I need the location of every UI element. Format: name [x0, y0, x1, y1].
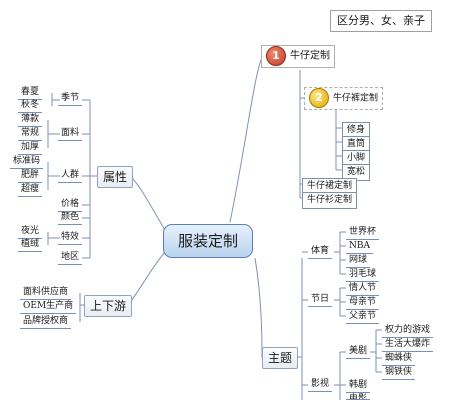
subtopic-festival[interactable]: 节日 [308, 293, 333, 307]
topic-supply-chain[interactable]: 上下游 [84, 295, 133, 317]
subtopic-us-drama[interactable]: 美剧 [346, 345, 371, 359]
subtopic-film-tv[interactable]: 影视 [308, 378, 333, 392]
subtopic-korean-drama[interactable]: 韩剧 [346, 379, 371, 393]
topic-attributes[interactable]: 属性 [97, 166, 134, 188]
subtopic-season[interactable]: 季节 [58, 92, 83, 106]
leaf-game-of-thrones[interactable]: 权力的游戏 [382, 324, 434, 338]
subtopic-movie[interactable]: 电影 [346, 393, 371, 400]
leaf-glow[interactable]: 夜光 [18, 225, 43, 239]
subtopic-denim-shirt[interactable]: 牛仔衫定制 [302, 192, 358, 209]
leaf-mothers-day[interactable]: 母亲节 [346, 296, 380, 310]
central-topic[interactable]: 服装定制 [163, 224, 254, 258]
subtopic-crowd[interactable]: 人群 [58, 169, 83, 183]
note-gender-family[interactable]: 区分男、女、亲子 [330, 10, 432, 32]
leaf-brand-licensor[interactable]: 品牌授权商 [20, 315, 72, 329]
priority-2-icon: 2 [309, 88, 329, 108]
leaf-loose[interactable]: 宽松 [342, 164, 371, 181]
leaf-autumn-winter[interactable]: 秋冬 [18, 99, 43, 113]
leaf-fathers-day[interactable]: 父亲节 [346, 310, 380, 324]
subtopic-jeans-pants-label: 牛仔裤定制 [333, 93, 379, 104]
subtopic-jeans-pants[interactable]: 2 牛仔裤定制 [304, 87, 384, 110]
priority-1-icon: 1 [266, 46, 286, 66]
leaf-valentines-day[interactable]: 情人节 [346, 282, 380, 296]
leaf-flocking[interactable]: 植绒 [18, 238, 43, 252]
topic-theme[interactable]: 主题 [262, 347, 299, 369]
topic-jeans-label: 牛仔定制 [290, 50, 330, 62]
leaf-world-cup[interactable]: 世界杯 [346, 226, 380, 240]
leaf-tennis[interactable]: 网球 [346, 254, 371, 268]
leaf-nba[interactable]: NBA [346, 240, 373, 254]
leaf-badminton[interactable]: 羽毛球 [346, 268, 380, 282]
leaf-thick[interactable]: 加厚 [18, 141, 43, 155]
topic-jeans-custom[interactable]: 1 牛仔定制 [261, 45, 335, 68]
subtopic-color[interactable]: 颜色 [58, 211, 83, 225]
leaf-oem-producer[interactable]: OEM生产商 [20, 300, 77, 314]
leaf-regular[interactable]: 常规 [18, 127, 43, 141]
leaf-thin-size[interactable]: 超瘦 [18, 183, 43, 197]
subtopic-region[interactable]: 地区 [58, 251, 83, 265]
leaf-spring-summer[interactable]: 春夏 [18, 86, 43, 100]
leaf-fat[interactable]: 肥胖 [18, 169, 43, 183]
leaf-thin[interactable]: 薄款 [18, 113, 43, 127]
subtopic-sports[interactable]: 体育 [308, 245, 333, 259]
leaf-fabric-supplier[interactable]: 面料供应商 [20, 286, 72, 300]
leaf-spiderman[interactable]: 蜘蛛侠 [382, 352, 416, 366]
leaf-standard-size[interactable]: 标准码 [10, 155, 44, 169]
subtopic-effect[interactable]: 特效 [58, 231, 83, 245]
subtopic-price[interactable]: 价格 [58, 198, 83, 212]
leaf-ironman[interactable]: 钢铁侠 [382, 366, 416, 380]
subtopic-fabric[interactable]: 面料 [58, 127, 83, 141]
leaf-big-bang-theory[interactable]: 生活大爆炸 [382, 338, 434, 352]
